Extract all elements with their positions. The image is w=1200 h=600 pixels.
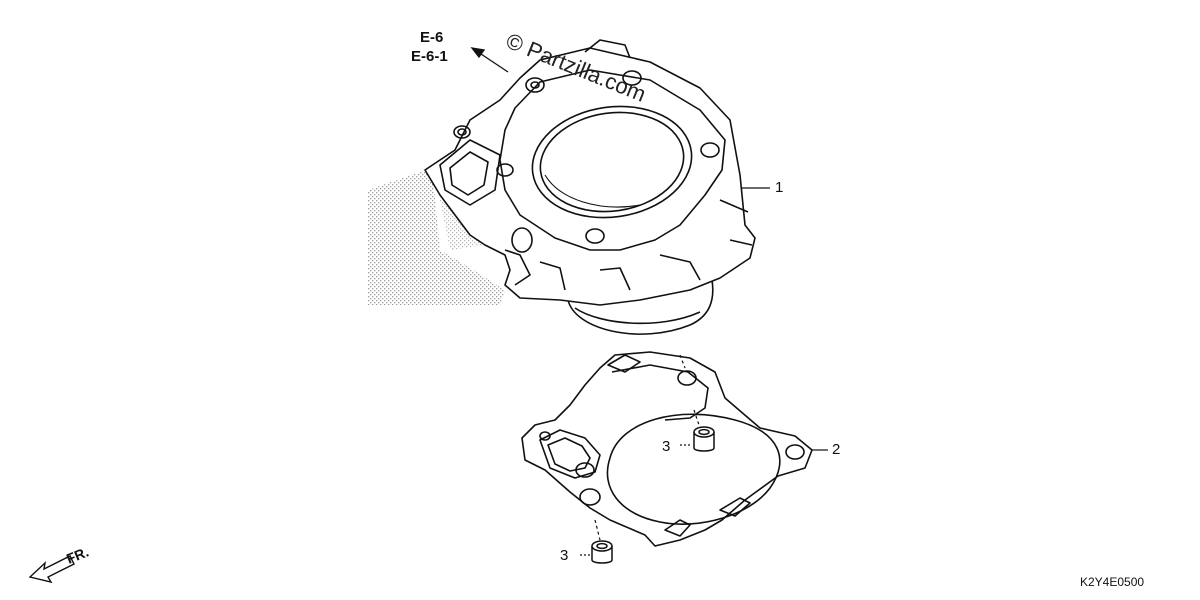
reference-arrow [470,47,509,73]
gasket-part [521,351,813,547]
reference-label-e6: E-6 [420,29,444,46]
callout-gasket: 2 [832,441,841,458]
leader-lines [578,187,828,556]
front-arrow-icon [28,555,75,584]
dowel-pin-lower [591,540,613,564]
callout-dowel-lower: 3 [560,547,569,564]
dowel-pin-upper [693,426,715,452]
diagram-code: K2Y4E0500 [1080,575,1145,589]
reference-label-e6-1: E-6-1 [411,48,448,65]
callout-cylinder: 1 [775,179,784,196]
cylinder-part [424,39,756,335]
callout-dowel-upper: 3 [662,438,671,455]
